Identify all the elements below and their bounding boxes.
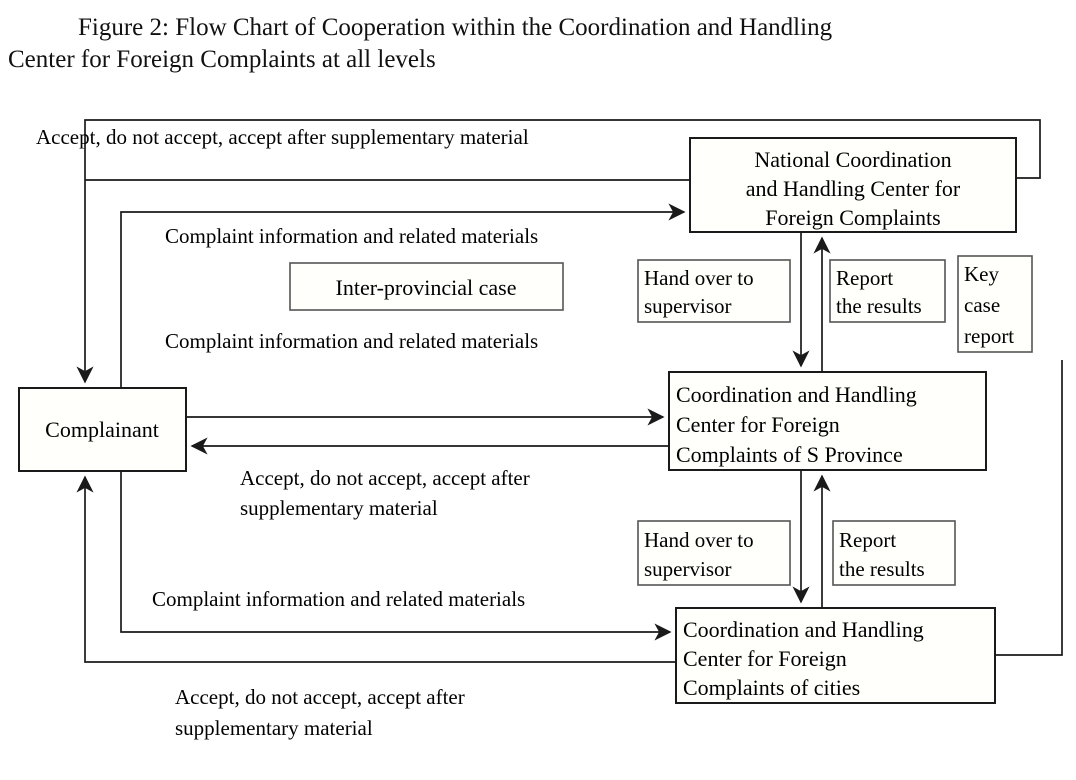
national-center-line-1: National Coordination — [754, 147, 951, 172]
figure-title-line-2: Center for Foreign Complaints at all lev… — [8, 46, 436, 73]
node-national-center[interactable]: National Coordination and Handling Cente… — [689, 137, 1017, 233]
edge-label-accept-bottom-line-1: Accept, do not accept, accept after — [175, 685, 465, 709]
node-complainant[interactable]: Complainant — [18, 387, 187, 472]
province-center-line-1: Coordination and Handling — [676, 382, 917, 407]
node-inter-provincial-case[interactable]: Inter-provincial case — [289, 262, 564, 311]
edge-label-accept-middle-line-2: supplementary material — [240, 496, 438, 520]
national-center-line-2: and Handling Center for — [746, 176, 961, 201]
hand-over-bottom-line-1: Hand over to — [644, 528, 754, 552]
node-hand-over-bottom[interactable]: Hand over to supervisor — [637, 520, 791, 586]
inter-provincial-label: Inter-provincial case — [336, 275, 517, 300]
node-report-results-top[interactable]: Report the results — [829, 259, 946, 323]
node-report-results-bottom[interactable]: Report the results — [832, 520, 956, 586]
report-results-top-box[interactable] — [829, 259, 946, 323]
figure-title: Figure 2: Flow Chart of Cooperation with… — [0, 12, 1060, 76]
edge-complainant-to-city — [120, 471, 672, 641]
hand-over-top-line-1: Hand over to — [644, 266, 754, 290]
key-case-report-line-1: Key — [964, 262, 999, 286]
edge-label-complaint-info-lower: Complaint information and related materi… — [152, 587, 525, 611]
province-center-line-2: Center for Foreign — [676, 412, 840, 437]
edge-city-to-national-keycase — [995, 360, 1063, 656]
edge-label-accept-middle-line-1: Accept, do not accept, accept after — [240, 466, 530, 490]
node-key-case-report[interactable]: Key case report — [957, 255, 1033, 353]
report-results-bottom-line-1: Report — [839, 528, 896, 552]
edge-national-to-complainant — [76, 119, 1041, 384]
report-results-bottom-box[interactable] — [832, 520, 956, 586]
hand-over-top-line-2: supervisor — [644, 294, 732, 318]
node-province-center[interactable]: Coordination and Handling Center for For… — [668, 371, 987, 471]
edge-label-complaint-info-upper: Complaint information and related materi… — [165, 224, 538, 248]
edge-label-accept-top: Accept, do not accept, accept after supp… — [36, 125, 529, 149]
city-center-line-3: Complaints of cities — [683, 675, 860, 700]
key-case-report-box[interactable] — [957, 255, 1033, 353]
inter-provincial-box[interactable] — [289, 262, 564, 311]
province-center-box[interactable] — [668, 371, 987, 471]
edge-label-accept-bottom-line-2: supplementary material — [175, 716, 373, 740]
report-results-top-line-2: the results — [836, 294, 922, 318]
key-case-report-line-2: case — [964, 293, 1000, 317]
figure-title-line-1: Figure 2: Flow Chart of Cooperation with… — [78, 14, 833, 41]
report-results-top-line-1: Report — [836, 266, 893, 290]
city-center-box[interactable] — [675, 607, 996, 704]
national-center-line-3: Foreign Complaints — [765, 205, 940, 230]
node-hand-over-top[interactable]: Hand over to supervisor — [637, 259, 791, 323]
key-case-report-line-3: report — [964, 324, 1014, 348]
edge-city-to-complainant — [76, 475, 676, 663]
edge-label-complaint-info-middle: Complaint information and related materi… — [165, 329, 538, 353]
edge-complainant-to-national — [120, 203, 686, 471]
national-center-box[interactable] — [689, 137, 1017, 233]
province-center-line-3: Complaints of S Province — [676, 442, 903, 467]
report-results-bottom-line-2: the results — [839, 557, 925, 581]
city-center-line-1: Coordination and Handling — [683, 617, 924, 642]
hand-over-top-box[interactable] — [637, 259, 791, 323]
complainant-label: Complainant — [45, 417, 159, 442]
complainant-box[interactable] — [18, 387, 187, 472]
hand-over-bottom-box[interactable] — [637, 520, 791, 586]
node-city-center[interactable]: Coordination and Handling Center for For… — [675, 607, 996, 704]
hand-over-bottom-line-2: supervisor — [644, 557, 732, 581]
city-center-line-2: Center for Foreign — [683, 646, 847, 671]
